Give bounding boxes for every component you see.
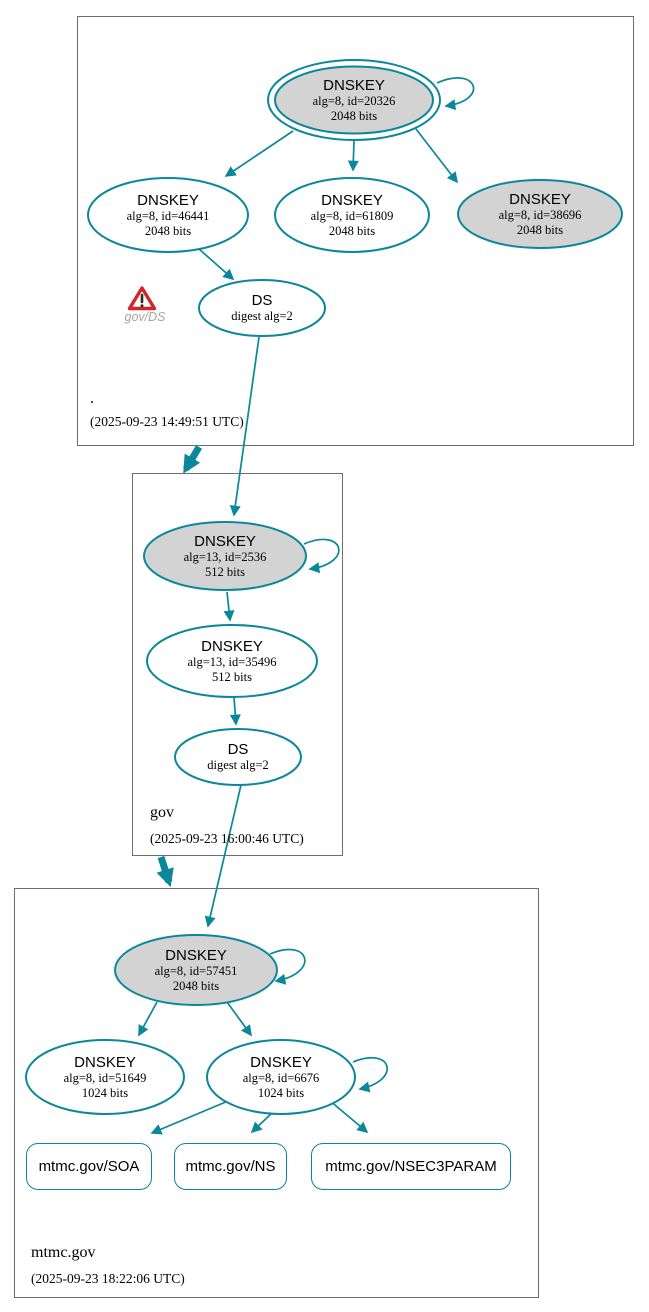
delegation-arrow-gov-to-mtmc xyxy=(156,855,174,888)
zone-name-gov: gov xyxy=(150,804,174,821)
zone-box-gov xyxy=(132,473,343,856)
zone-name-root: . xyxy=(90,390,94,407)
zone-timestamp-mtmc-gov: (2025-09-23 18:22:06 UTC) xyxy=(31,1271,185,1286)
zone-name-mtmc-gov: mtmc.gov xyxy=(31,1244,96,1261)
delegation-arrow-root-to-gov xyxy=(182,445,203,474)
zone-timestamp-root: (2025-09-23 14:49:51 UTC) xyxy=(90,414,244,429)
zone-box-root xyxy=(77,16,634,446)
warning-label: gov/DS xyxy=(124,310,166,324)
zone-timestamp-gov: (2025-09-23 16:00:46 UTC) xyxy=(150,831,304,846)
rrset-mtmc-gov-soa: mtmc.gov/SOA xyxy=(26,1143,152,1190)
rrset-mtmc-gov-ns: mtmc.gov/NS xyxy=(174,1143,287,1190)
zone-box-mtmc-gov xyxy=(14,888,539,1298)
rrset-mtmc-gov-nsec3param: mtmc.gov/NSEC3PARAM xyxy=(311,1143,511,1190)
